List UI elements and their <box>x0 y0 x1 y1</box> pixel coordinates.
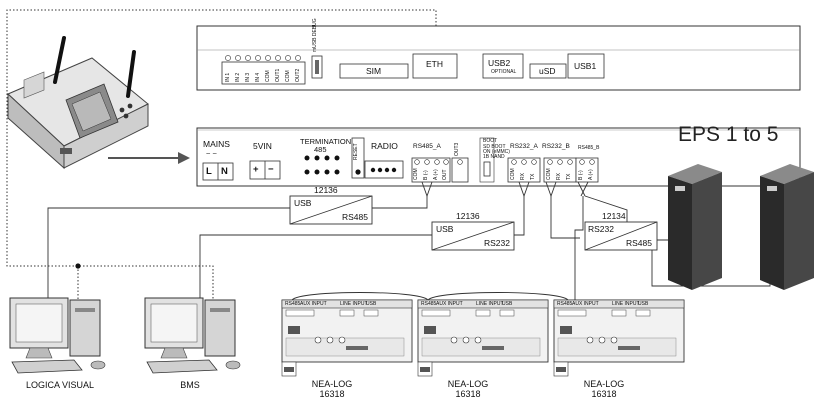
vin-label: 5VIN <box>253 141 272 151</box>
eps-unit-2 <box>760 164 814 290</box>
boot-label: BOOT <box>483 138 498 144</box>
eps-unit-1 <box>668 164 722 290</box>
computer-caption-bms: BMS <box>180 380 200 390</box>
mains-l-label: L <box>206 166 212 177</box>
nealog-2-aux-label: AUX INPUT <box>436 301 463 307</box>
terminal-label-out2: OUT2 <box>295 68 301 82</box>
nealog-3-rs485-label: RS485 <box>557 301 573 307</box>
rs232b-pin-rx: RX <box>556 173 562 180</box>
radio-label: RADIO <box>371 141 398 151</box>
rs232a-label: RS232_A <box>510 143 538 150</box>
rs232b-pin-tx: TX <box>566 173 572 180</box>
converter-1-code: 12136 <box>314 185 338 195</box>
nealog-1-aux-label: AUX INPUT <box>300 301 327 307</box>
usb2-port-label: USB2 <box>488 58 511 68</box>
terminal-label-in4: IN 4 <box>255 72 261 82</box>
usb2-optional-label: OPTIONAL <box>491 69 517 75</box>
converter-boxes <box>289 195 658 251</box>
nealog-3-aux-label: AUX INPUT <box>572 301 599 307</box>
mains-n-label: N <box>221 166 228 177</box>
nealog-module-2 <box>417 299 549 377</box>
nealog-1-code: 16318 <box>319 389 345 399</box>
nealog-1-rs485-label: RS485 <box>285 301 301 307</box>
nealog-3-code: 16318 <box>591 389 617 399</box>
converter-3-code: 12134 <box>602 211 626 221</box>
terminal-label-com1: COM <box>265 70 271 82</box>
mains-tilde-label: ~ ~ <box>206 149 217 158</box>
nealog-module-3 <box>553 299 685 377</box>
rs485b-pin-b: B (-) <box>578 170 584 180</box>
converter-2-to: RS232 <box>484 238 510 248</box>
nealog-3-caption: NEA-LOG <box>583 379 625 389</box>
terminal-label-in3: IN 3 <box>245 72 251 82</box>
rs232a-pin-rx: RX <box>520 173 526 180</box>
nealog-1-caption: NEA-LOG <box>311 379 353 389</box>
converter-3-to: RS485 <box>626 238 652 248</box>
converter-2-code: 12136 <box>456 211 480 221</box>
termination-485-label: 485 <box>314 145 327 154</box>
usb-debug-label: mUSB DEBUG <box>312 18 318 52</box>
vin-minus-label: − <box>268 164 274 175</box>
rs485a-pin-b: B (-) <box>423 170 429 180</box>
nealog-3-usb-label: USB <box>638 301 649 307</box>
rs485a-pin-com: COM <box>413 168 419 180</box>
rs232b-pin-com: COM <box>546 168 552 180</box>
nealog-1-line-label: LINE INPUT <box>340 301 368 307</box>
rs232a-pin-tx: TX <box>530 173 536 180</box>
top-board-outline <box>196 25 801 91</box>
boot-line-1: SD BOOT <box>483 144 506 150</box>
nealog-2-caption: NEA-LOG <box>447 379 489 389</box>
rs485b-label: RS485_B <box>578 145 600 151</box>
nealog-3-line-label: LINE INPUT <box>612 301 640 307</box>
nealog-module-1 <box>281 299 413 377</box>
din-rail-device-illustration <box>7 36 149 170</box>
rs485a-label: RS485_A <box>413 143 441 150</box>
computer-bms <box>144 297 241 374</box>
terminal-label-com2: COM <box>285 70 291 82</box>
converter-1-from: USB <box>294 198 312 208</box>
wiring <box>47 181 771 301</box>
nealog-2-code: 16318 <box>455 389 481 399</box>
terminal-label-in1: IN 1 <box>225 72 231 82</box>
usb1-port-label: USB1 <box>574 61 597 71</box>
converter-3-from: RS232 <box>588 224 614 234</box>
rs232b-label: RS232_B <box>542 143 570 150</box>
rs485b-pin-a: A (+) <box>588 169 594 180</box>
computer-logica-visual <box>9 297 106 374</box>
mains-label: MAINS <box>203 139 230 149</box>
rs485a-pin-a: A (+) <box>433 169 439 180</box>
terminal-label-out1: OUT1 <box>275 68 281 82</box>
converter-diagonals <box>289 195 658 251</box>
computer-caption-logica-visual: LOGICA VISUAL <box>25 380 95 390</box>
nealog-2-line-label: LINE INPUT <box>476 301 504 307</box>
sim-slot-label: SIM <box>366 66 382 76</box>
usd-slot-label: uSD <box>539 66 556 76</box>
eth-port-label: ETH <box>426 59 443 69</box>
reset-label: RESET <box>353 143 359 160</box>
termination-label: TERMINATION <box>300 137 352 146</box>
junction-dot <box>75 263 81 269</box>
arrow-right <box>108 152 190 164</box>
vin-plus-label: + <box>253 164 259 175</box>
nealog-1-usb-label: USB <box>366 301 377 307</box>
converter-2-from: USB <box>436 224 454 234</box>
terminal-label-in2: IN 2 <box>235 72 241 82</box>
rs485a-pin-out: OUT <box>442 169 448 180</box>
boot-line-3: 1B NAND <box>483 154 505 160</box>
eps-title: EPS 1 to 5 <box>678 123 779 146</box>
rs232a-pin-com: COM <box>510 168 516 180</box>
converter-1-to: RS485 <box>342 212 368 222</box>
boot-line-2: ON (eMMC) <box>483 149 510 155</box>
out3-label: OUT3 <box>454 142 460 156</box>
nealog-2-rs485-label: RS485 <box>421 301 437 307</box>
nealog-2-usb-label: USB <box>502 301 513 307</box>
